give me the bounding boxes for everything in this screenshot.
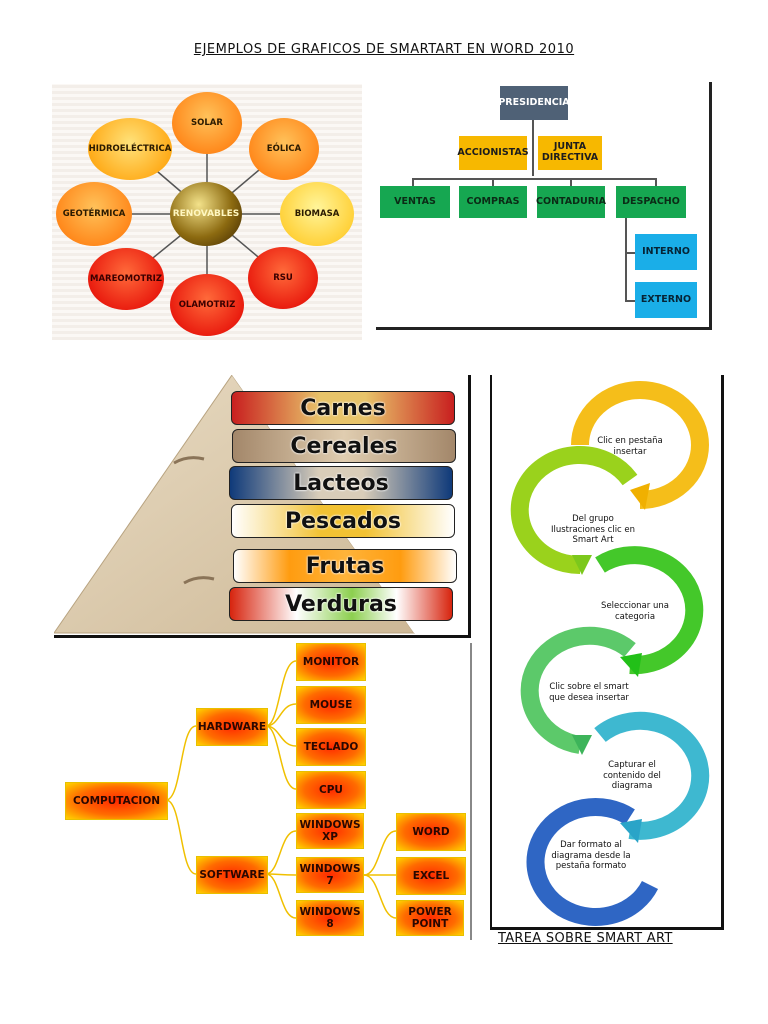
- pyramid-frame: [54, 375, 471, 638]
- org-node-interno: INTERNO: [635, 234, 697, 270]
- page-title: EJEMPLOS DE GRAFICOS DE SMARTART EN WORD…: [193, 42, 575, 57]
- pyramid-band-carnes: Carnes: [231, 391, 455, 425]
- tree-node-power-point: POWER POINT: [396, 900, 464, 936]
- tree-node-mouse: MOUSE: [296, 686, 366, 724]
- node-solar: SOLAR: [172, 92, 242, 154]
- tree-node-hardware: HARDWARE: [196, 708, 268, 746]
- org-node-contaduria: CONTADURIA: [536, 186, 606, 218]
- tree-node-windows-xp: WINDOWS XP: [296, 813, 364, 849]
- pyramid-band-pescados: Pescados: [231, 504, 455, 538]
- node-geotermica: GEOTÉRMICA: [56, 182, 132, 246]
- cycle-arrows: [510, 381, 710, 926]
- org-node-despacho: DESPACHO: [616, 186, 686, 218]
- pyramid-band-frutas: Frutas: [233, 549, 457, 583]
- tree-node-excel: EXCEL: [396, 857, 466, 895]
- cycle-step-6: Dar formato al diagrama desde la pestaña…: [551, 840, 631, 872]
- cycle-frame: [490, 375, 724, 930]
- cycle-step-3: Seleccionar una categoria: [601, 601, 669, 622]
- computer-tree-divider: [470, 643, 472, 940]
- tree-node-teclado: TECLADO: [296, 728, 366, 766]
- node-mareomotriz: MAREOMOTRIZ: [88, 248, 164, 310]
- pyramid-band-verduras: Verduras: [229, 587, 453, 621]
- footer-caption: TAREA SOBRE SMART ART: [498, 931, 673, 946]
- node-hidroelectrica: HIDROELÉCTRICA: [88, 118, 172, 180]
- org-node-presidencia: PRESIDENCIA: [498, 86, 570, 120]
- node-biomasa: BIOMASA: [280, 182, 354, 246]
- cycle-step-4: Clic sobre el smart que desea insertar: [549, 682, 629, 703]
- renewables-diagram: RENOVABLES SOLAR EÓLICA BIOMASA RSU OLAM…: [52, 84, 362, 340]
- node-rsu: RSU: [248, 247, 318, 309]
- tree-node-cpu: CPU: [296, 771, 366, 809]
- org-node-externo: EXTERNO: [635, 282, 697, 318]
- tree-node-windows-7: WINDOWS 7: [296, 857, 364, 893]
- cycle-step-5: Capturar el contenido del diagrama: [603, 760, 661, 792]
- tree-node-monitor: MONITOR: [296, 643, 366, 681]
- tree-node-windows-8: WINDOWS 8: [296, 900, 364, 936]
- pyramid-band-lacteos: Lacteos: [229, 466, 453, 500]
- node-olamotriz: OLAMOTRIZ: [170, 274, 244, 336]
- center-node-renovables: RENOVABLES: [170, 182, 242, 246]
- org-node-ventas: VENTAS: [380, 186, 450, 218]
- org-node-accionistas: ACCIONISTAS: [457, 136, 529, 170]
- tree-node-software: SOFTWARE: [196, 856, 268, 894]
- org-chart-frame: [376, 82, 712, 330]
- node-eolica: EÓLICA: [249, 118, 319, 180]
- org-node-junta-directiva: JUNTA DIRECTIVA: [538, 136, 602, 170]
- tree-node-word: WORD: [396, 813, 466, 851]
- pyramid-band-cereales: Cereales: [232, 429, 456, 463]
- org-node-compras: COMPRAS: [459, 186, 527, 218]
- cycle-step-1: Clic en pestaña insertar: [597, 436, 663, 457]
- tree-node-computacion: COMPUTACION: [65, 782, 168, 820]
- cycle-step-2: Del grupo Ilustraciones clic en Smart Ar…: [550, 514, 636, 546]
